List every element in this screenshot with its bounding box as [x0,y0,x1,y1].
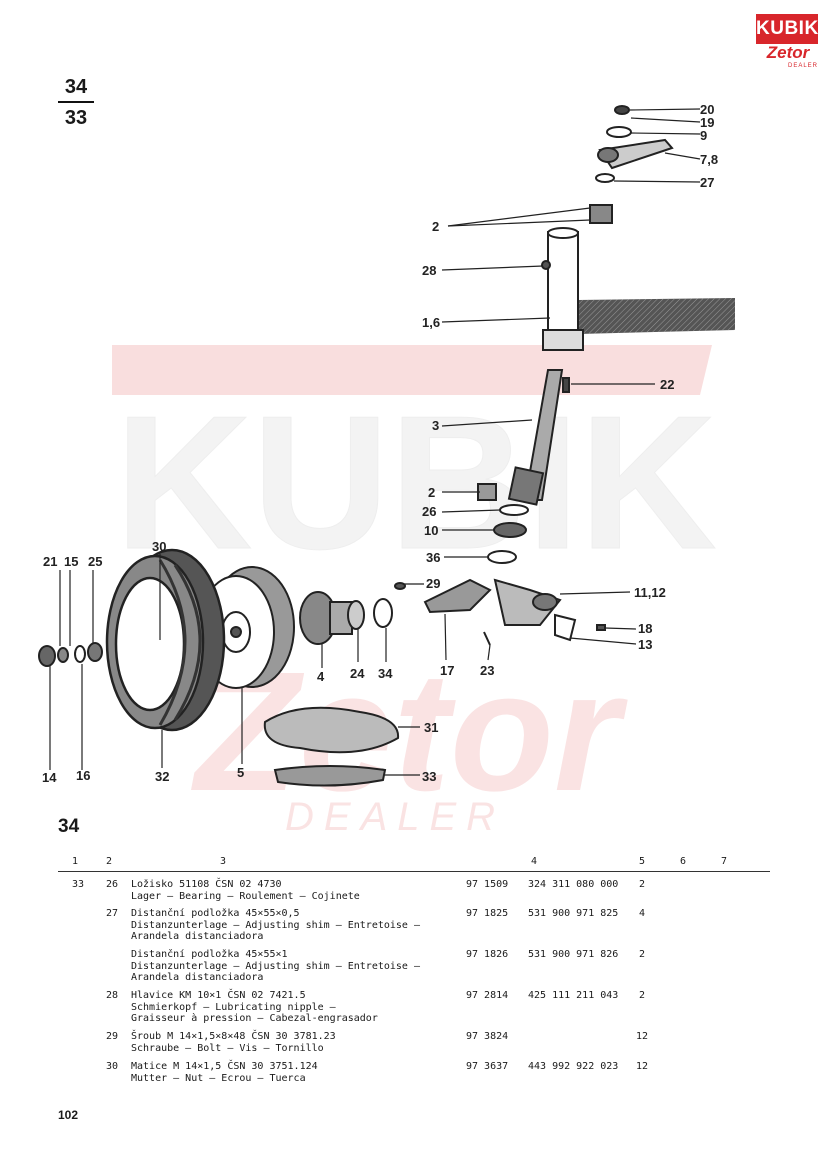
callout-17: 17 [440,663,454,678]
figure-divider [58,101,94,103]
steering-arm-parts [541,105,674,270]
cell-quantity: 4 [639,908,646,919]
logo-red-box [756,14,818,44]
callout-25: 25 [88,554,102,569]
cell-code-1: 97 3637 [466,1061,509,1072]
watermark-tag: DEALER [285,795,505,839]
cell-code-1: 97 1826 [466,949,509,960]
callout-7-8: 7,8 [700,152,718,167]
callout-23: 23 [480,663,494,678]
col-header-5: 5 [639,856,646,867]
callout-30: 30 [152,539,166,554]
cell-position: 27 [106,908,119,919]
cell-code-2: 324 311 080 000 [528,879,619,890]
cell-position: 30 [106,1061,119,1072]
cell-description: Distanční podložka 45×55×1 Distanzunterl… [131,949,420,983]
callout-14: 14 [42,770,57,785]
callout-21: 21 [43,554,57,569]
callout-29: 29 [426,576,440,591]
axle-beam [542,227,735,351]
cell-description: Matice M 14×1,5 ČSN 30 3751.124 Mutter —… [131,1061,318,1084]
col-header-7: 7 [721,856,728,867]
leader-lines [49,108,701,776]
callout-15: 15 [64,554,78,569]
cell-quantity: 2 [639,879,646,890]
cell-quantity: 2 [639,949,646,960]
callout-31: 31 [424,720,438,735]
callout-16: 16 [76,768,90,783]
figure-denominator: 33 [64,107,88,129]
callout-3: 3 [432,418,439,433]
col-header-2: 2 [106,856,113,867]
hub-cap-parts [38,642,103,667]
logo-brand: KUBIK [756,18,819,39]
table-header-rule [58,871,770,872]
callout-26: 26 [422,504,436,519]
section-title: 34 [58,816,80,837]
figure-number: 34 33 [58,76,94,129]
cell-position: 29 [106,1031,119,1042]
tyre [105,548,226,732]
wheel-hub [299,582,406,645]
wheel-rim [197,566,295,689]
col-header-6: 6 [680,856,687,867]
callout-36: 36 [426,550,440,565]
cell-position: 26 [106,879,119,890]
callout-11-12: 11,12 [634,585,666,600]
callout-27: 27 [700,175,714,190]
col-header-4: 4 [531,856,538,867]
callout-28: 28 [422,263,436,278]
callout-2-bottom: 2 [428,485,435,500]
callout-32: 32 [155,769,169,784]
col-header-3: 3 [220,856,227,867]
callout-18: 18 [638,621,652,636]
callout-34: 34 [378,666,393,681]
logo-tag: DEALER [787,63,818,69]
callout-9: 9 [700,128,707,143]
cell-quantity: 12 [636,1031,649,1042]
cell-code-1: 97 1825 [466,908,509,919]
callout-13: 13 [638,637,652,652]
callout-labels: 20 19 9 7,8 27 2 28 1,6 22 3 2 26 10 36 … [42,102,718,785]
brand-logo: KUBIK Zetor DEALER [756,14,818,72]
callout-1-6: 1,6 [422,315,440,330]
cell-code-2: 425 111 211 043 [528,990,619,1001]
col-header-1: 1 [72,856,79,867]
cell-position: 28 [106,990,119,1001]
inner-tube [263,706,400,787]
callout-19: 19 [700,115,714,130]
stub-axle [423,578,606,646]
cell-description: Ložisko 51108 ČSN 02 4730 Lager — Bearin… [131,879,360,902]
cell-quantity: 2 [639,990,646,1001]
cell-code-1: 97 2814 [466,990,509,1001]
cell-description: Hlavice KM 10×1 ČSN 02 7421.5 Schmierkop… [131,990,378,1024]
callout-20: 20 [700,102,714,117]
callout-10: 10 [424,523,438,538]
callout-24: 24 [350,666,365,681]
callout-22: 22 [660,377,674,392]
callout-4: 4 [317,669,325,684]
watermark: KUBIK Zetor DEALER [112,345,717,839]
cell-code-1: 97 3824 [466,1031,509,1042]
cell-code-2: 531 900 971 826 [528,949,619,960]
cell-quantity: 12 [636,1061,649,1072]
cell-description: Distanční podložka 45×55×0,5 Distanzunte… [131,908,420,942]
callout-33: 33 [422,769,436,784]
cell-description: Šroub M 14×1,5×8×48 ČSN 30 3781.23 Schra… [131,1031,336,1054]
callout-5: 5 [237,765,244,780]
cell-code-1: 97 1509 [466,879,509,890]
cell-code-2: 443 992 922 023 [528,1061,619,1072]
callout-2-top: 2 [432,219,439,234]
kingpin [477,369,570,564]
page-number: 102 [58,1108,79,1122]
watermark-brand: KUBIK [115,377,717,589]
figure-numerator: 34 [64,76,88,98]
cell-group: 33 [72,879,85,890]
logo-sub-brand: Zetor [766,43,810,62]
cell-code-2: 531 900 971 825 [528,908,619,919]
